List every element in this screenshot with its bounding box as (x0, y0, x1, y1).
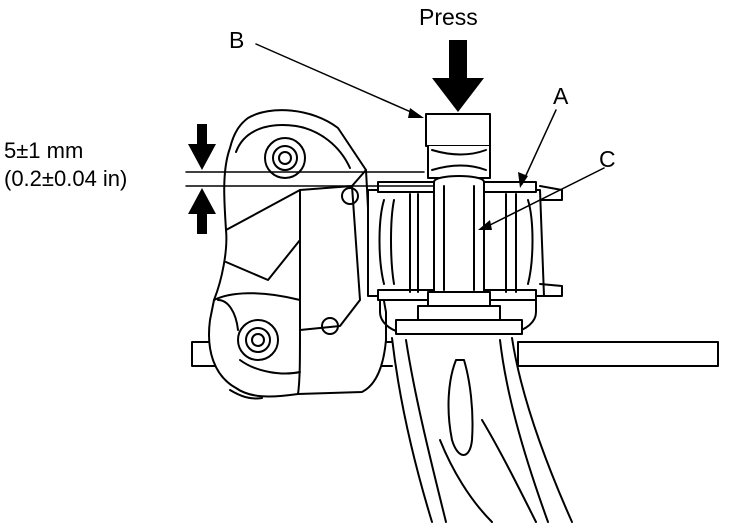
dimension-mm-label: 5±1 mm (4, 138, 84, 163)
leader-line-b (255, 43, 421, 117)
callout-c-label: C (599, 146, 616, 172)
gap-arrow-down-icon (188, 124, 216, 170)
press-label: Press (419, 4, 478, 30)
leader-arrowhead-c (478, 220, 492, 230)
leader-lines (255, 43, 605, 229)
dimension-lines (185, 171, 435, 187)
gap-arrow-up-icon (188, 188, 216, 234)
press-attachment-b (425, 113, 491, 179)
leader-arrowhead-a (518, 172, 528, 188)
bushing-sleeve-c (395, 175, 523, 335)
dimension-in-label: (0.2±0.04 in) (4, 166, 128, 191)
callout-b-label: B (229, 27, 245, 53)
press-arrow-icon (432, 40, 484, 112)
leader-line-a (521, 109, 557, 185)
leader-arrowhead-b (408, 108, 424, 118)
leader-line-c (483, 167, 605, 229)
knuckle-bracket (208, 109, 387, 400)
callout-a-label: A (553, 83, 569, 109)
control-arm (391, 337, 573, 523)
